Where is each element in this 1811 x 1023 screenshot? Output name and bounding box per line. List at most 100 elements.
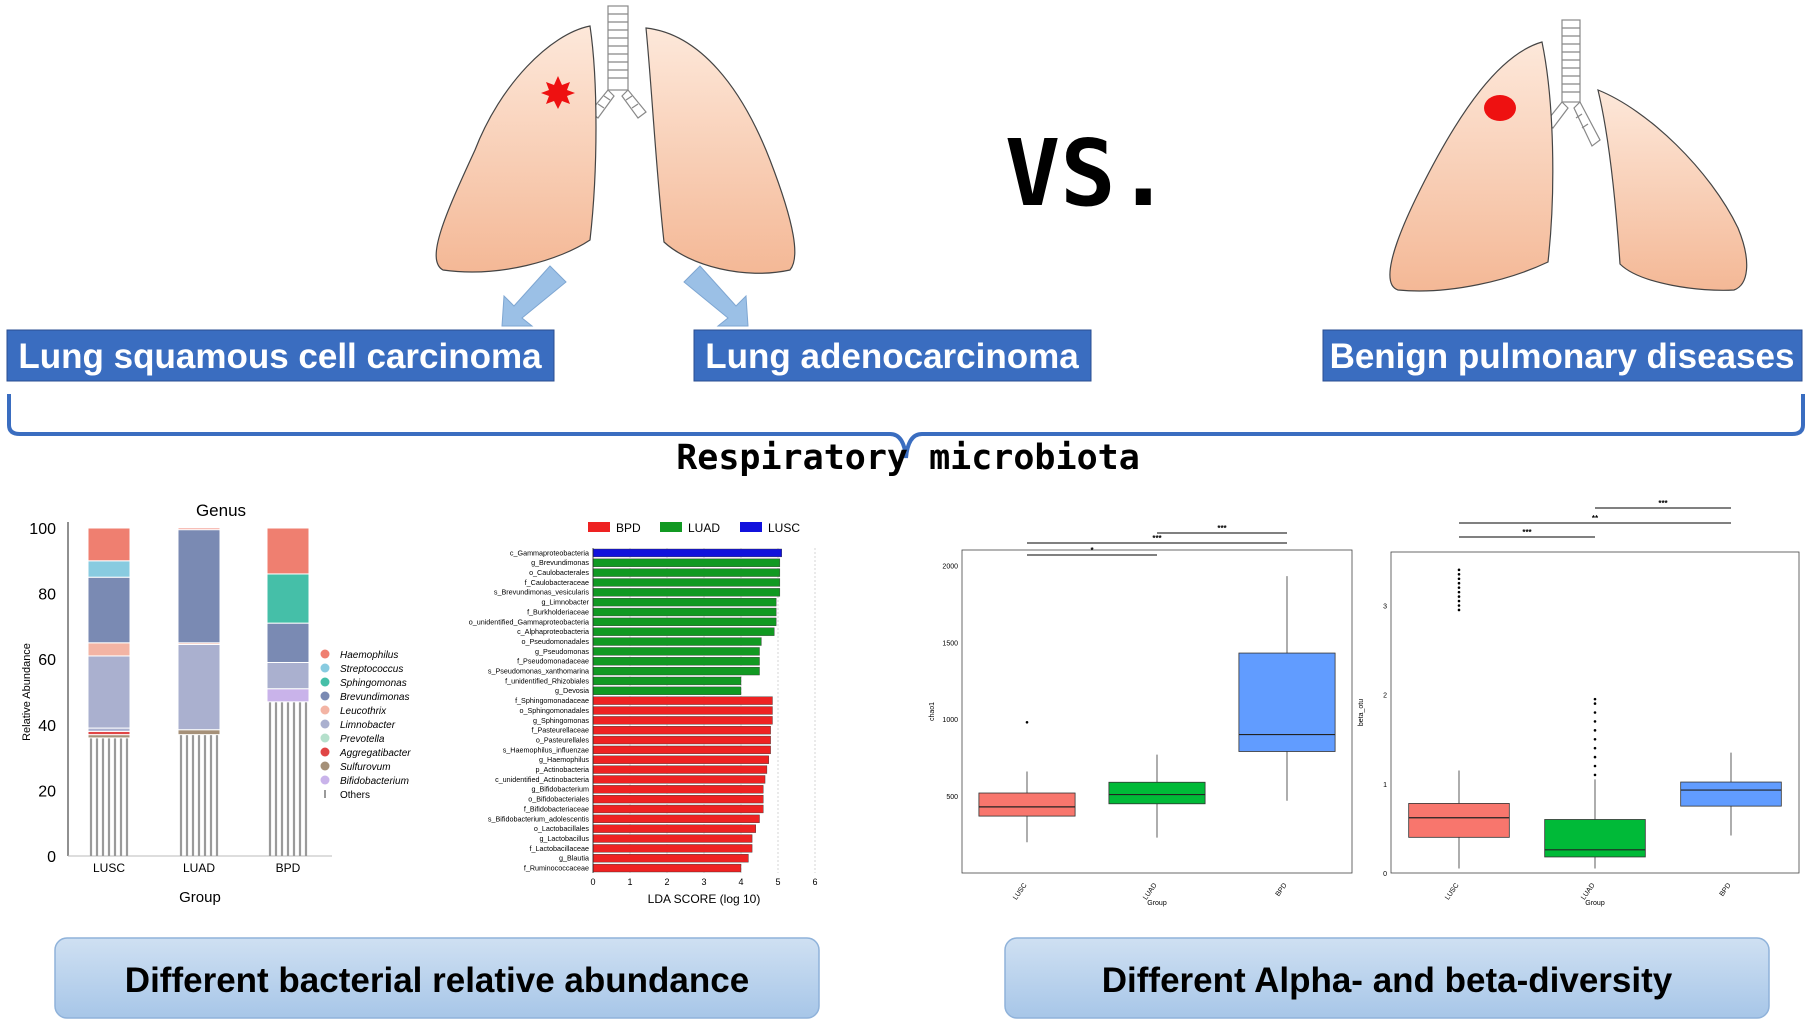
lda-bar-label: g_Haemophilus <box>539 755 589 764</box>
bar-segment <box>177 643 221 731</box>
box-outlier <box>1593 720 1597 723</box>
x-axis-label: LDA SCORE (log 10) <box>648 892 761 906</box>
legend-label: BPD <box>616 521 641 535</box>
y-tick-label: 3 <box>1383 604 1387 611</box>
x-axis-label: Group <box>179 889 221 906</box>
lda-bar-label: s_Haemophilus_influenzae <box>503 745 589 754</box>
lda-bar-label: o_Pasteurellales <box>536 735 590 744</box>
legend-swatch <box>740 522 762 532</box>
bar-segment <box>266 573 310 624</box>
significance-label: *** <box>1152 534 1162 543</box>
lda-bar-label: s_Bifidobacterium_adolescentis <box>488 814 589 823</box>
lda-bar-label: o_Pseudomonadales <box>521 637 589 646</box>
legend-marker <box>320 719 330 729</box>
svg-text:Lung squamous cell carcinoma: Lung squamous cell carcinoma <box>18 337 542 376</box>
box-outlier <box>1457 581 1461 585</box>
lda-bar <box>592 588 781 597</box>
box-body <box>1408 803 1510 838</box>
lungs-with-nodule <box>1389 19 1748 292</box>
box-lusc: Lung squamous cell carcinoma <box>6 329 555 382</box>
box-bpd: Benign pulmonary diseases <box>1322 329 1803 382</box>
lda-bar-label: g_Devosia <box>555 686 589 695</box>
legend-swatch <box>660 522 682 532</box>
significance-label: *** <box>1217 524 1227 533</box>
lda-bar <box>592 647 760 656</box>
box-outlier <box>1593 764 1597 768</box>
lda-bar-label: f_Burkholderiaceae <box>527 607 589 616</box>
lda-bar <box>592 863 742 873</box>
lda-bar-label: f_unidentified_Rhizobiales <box>505 676 589 685</box>
lda-bar <box>592 548 782 558</box>
lda-bar-label: f_Pseudomonadaceae <box>517 657 589 666</box>
lda-bar-label: g_Bifidobacterium <box>531 785 589 794</box>
legend-marker <box>320 691 330 701</box>
legend-label: Limnobacter <box>340 720 396 731</box>
lda-bar-label: c_unidentified_Actinobacteria <box>495 775 589 784</box>
bar-segment <box>177 529 221 644</box>
box-outlier <box>1593 746 1597 750</box>
nodule-dot-icon <box>1484 95 1516 121</box>
lda-bar <box>592 824 757 833</box>
y-axis-label: Relative Abundance <box>21 643 33 741</box>
legend-marker <box>320 649 330 659</box>
y-tick-label: 40 <box>38 718 56 735</box>
box-outlier <box>1593 773 1597 777</box>
lda-bar <box>592 558 781 567</box>
box-outlier <box>1593 711 1597 714</box>
trachea-right <box>1545 19 1601 147</box>
box-outlier <box>1457 595 1461 598</box>
lda-bar <box>592 617 777 626</box>
legend-label: LUSC <box>768 521 800 535</box>
bar-segment <box>266 622 310 663</box>
lda-bar <box>592 607 777 617</box>
lda-bar <box>592 676 742 686</box>
lda-bar <box>592 814 760 823</box>
svg-text:Lung adenocarcinoma: Lung adenocarcinoma <box>705 337 1079 376</box>
bar-segment <box>87 576 131 644</box>
y-tick-label: 2 <box>1383 693 1387 700</box>
svg-text:Different bacterial relative a: Different bacterial relative abundance <box>125 961 749 1000</box>
significance-label: * <box>1090 546 1094 555</box>
svg-text:Benign pulmonary diseases: Benign pulmonary diseases <box>1330 337 1795 376</box>
lda-bar-label: c_Gammaproteobacteria <box>510 548 589 557</box>
arrow-down-left-icon <box>501 265 567 327</box>
box-outlier <box>1457 568 1461 572</box>
box-body <box>1680 781 1782 807</box>
legend-marker <box>320 775 330 785</box>
legend-label: Sulfurovum <box>340 762 391 773</box>
x-tick-label: 0 <box>590 877 595 887</box>
legend-label: Leucothrix <box>340 706 387 717</box>
lda-bar <box>592 666 760 676</box>
legend-label: LUAD <box>688 521 720 535</box>
lda-bar <box>592 834 753 843</box>
legend-label: Streptococcus <box>340 664 403 675</box>
vs-text: VS. <box>1005 120 1171 227</box>
y-tick-label: 20 <box>38 783 56 800</box>
y-tick-label: 1000 <box>942 717 958 724</box>
lda-bar <box>592 854 749 863</box>
x-tick-label: BPD <box>1275 882 1289 898</box>
box-outlier <box>1457 590 1461 594</box>
right-lung-benign <box>1597 89 1748 291</box>
legend-label: Prevotella <box>340 734 385 745</box>
lda-bar-label: g_Sphingomonas <box>533 716 589 725</box>
lda-bar-label: o_Caulobacterales <box>529 568 589 577</box>
box-outlier <box>1457 604 1461 607</box>
significance-label: *** <box>1658 499 1668 508</box>
x-tick-label: 5 <box>775 877 780 887</box>
y-tick-label: 60 <box>38 652 56 669</box>
legend-marker <box>320 747 330 757</box>
lda-bar-label: f_Lactobacillaceae <box>529 844 589 853</box>
svg-text:Different Alpha- and beta-dive: Different Alpha- and beta-diversity <box>1102 961 1673 1000</box>
lda-bar <box>592 775 766 784</box>
significance-label: *** <box>1522 528 1532 537</box>
x-tick-label: LUSC <box>1012 882 1028 901</box>
lda-bar-label: g_Limnobacter <box>541 598 589 607</box>
bar-segment <box>177 527 221 531</box>
x-tick-label: LUAD <box>1142 882 1158 901</box>
lda-bar <box>592 844 753 853</box>
lda-bar <box>592 598 777 607</box>
y-axis-label: chao1 <box>929 702 936 721</box>
